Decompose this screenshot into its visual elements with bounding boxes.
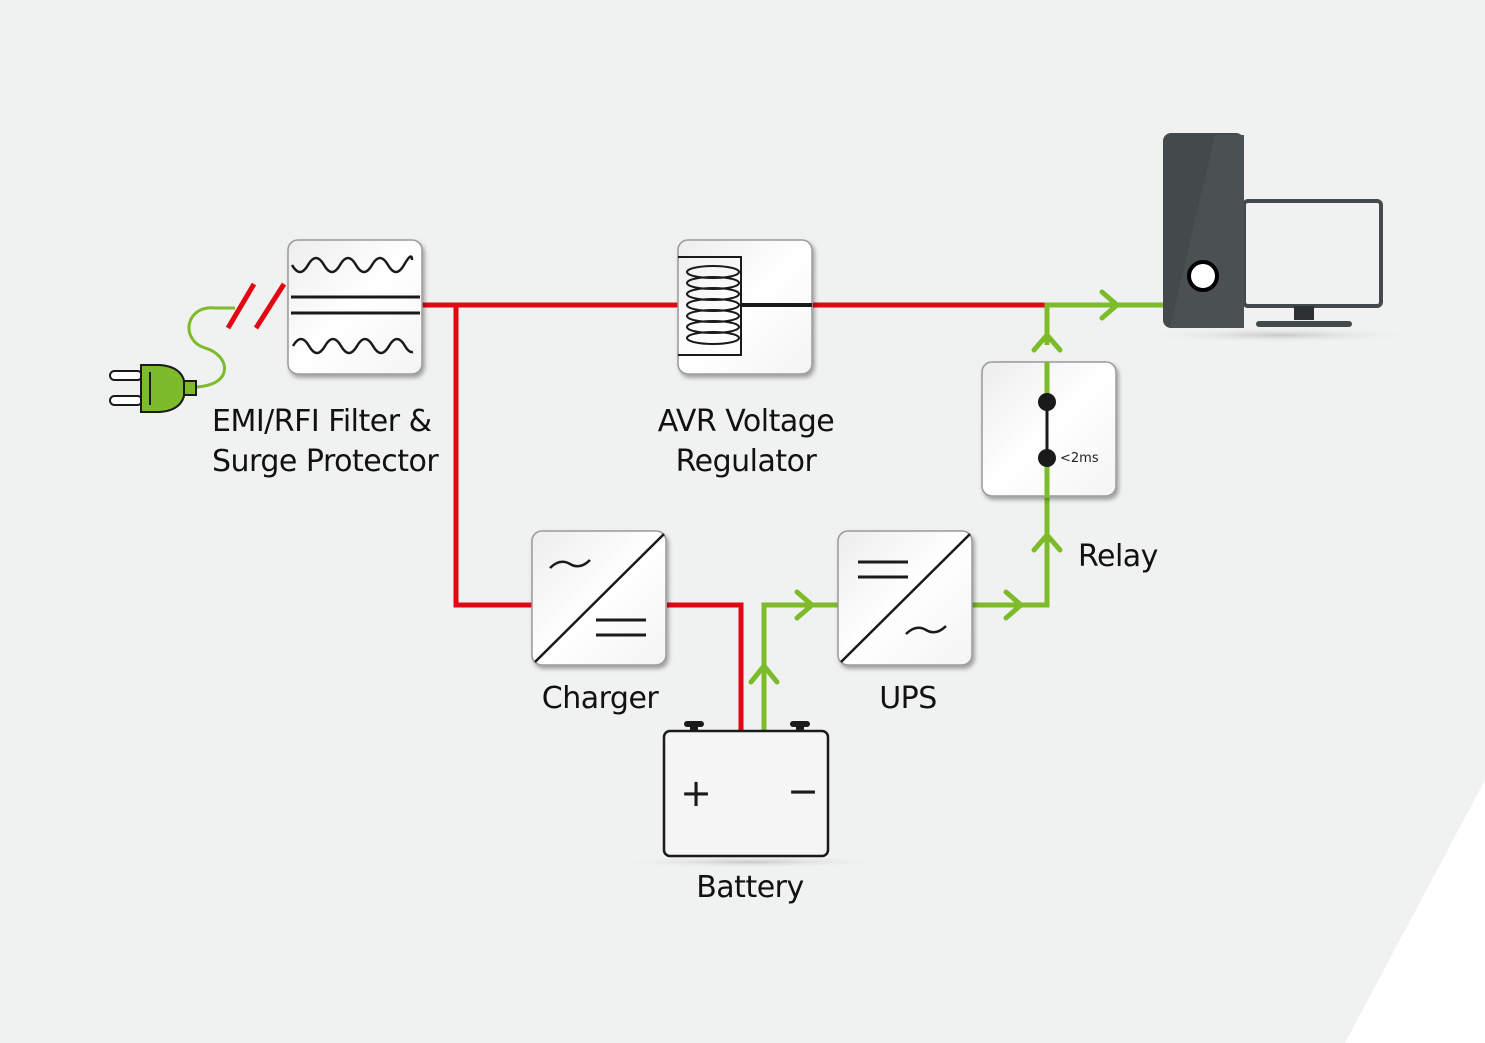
avr-label-line2: Regulator [675,444,817,479]
battery-block [610,721,890,868]
corner-decoration [1345,780,1485,1043]
relay-switch-time: <2ms [1060,451,1099,466]
flow-arrows [748,289,1120,685]
filter-symbol-icon [290,255,420,355]
wire-battery-to-ups [761,602,838,731]
computer-icon [1140,133,1420,343]
ac-dc-converter-icon [534,533,665,663]
charger-block [531,530,667,666]
charger-label: Charger [541,681,659,716]
arrow-right-to-relay-icon [1003,589,1024,621]
avr-label-line1: AVR Voltage [657,404,835,439]
battery-minus-sign: − [787,769,819,813]
mains-wires [422,302,1047,731]
battery-label: Battery [696,870,804,905]
wire-relay-to-computer [1044,302,1165,345]
monitor-icon [1242,199,1383,308]
cable-break-icon [225,282,287,330]
filter-label-line2: Surge Protector [212,444,439,479]
filter-block [287,239,423,375]
arrow-up-computer-icon [1031,332,1063,353]
battery-plus-sign: + [680,771,712,815]
dc-ac-inverter-icon [840,533,971,663]
arrow-up-relay-icon [1031,532,1063,553]
arrow-right-to-ups-icon [794,589,815,621]
relay-label: Relay [1078,539,1158,574]
wire-charger-to-battery [667,602,744,731]
arrow-up-battery-icon [748,663,780,685]
relay-contact-bottom-icon [1038,449,1056,467]
plug-cable [187,306,235,389]
avr-block [677,239,813,375]
arrow-right-computer-icon [1099,289,1120,321]
ups-block [837,530,973,666]
filter-label-line1: EMI/RFI Filter & [212,404,432,439]
relay-block [981,361,1117,498]
power-button-icon [1187,260,1219,292]
plug-icon [109,306,235,413]
wire-filter-to-charger [453,305,532,608]
relay-contact-top-icon [1038,393,1056,411]
ups-label: UPS [879,681,937,716]
coil-icon [678,256,812,356]
